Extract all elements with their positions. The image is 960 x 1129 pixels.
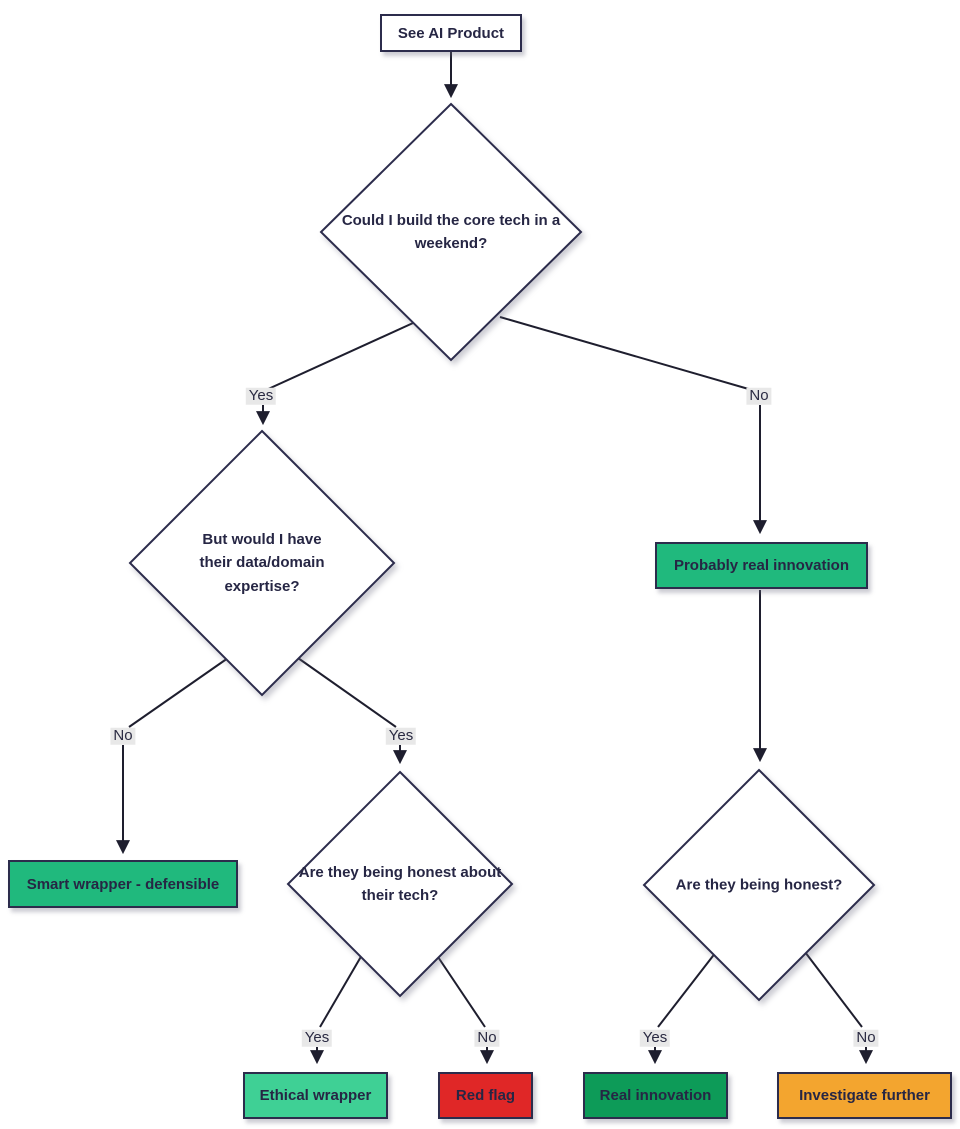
edge-honest-yes-diagonal [657, 951, 717, 1028]
decision-diamond-weekend [319, 102, 583, 362]
node-start: See AI Product [380, 14, 522, 52]
node-red-flag: Red flag [438, 1072, 533, 1119]
edge-honest-no-diagonal [804, 951, 863, 1028]
edge-label-weekend-no: No [746, 387, 772, 405]
edge-label-honest-tech-yes: Yes [301, 1029, 333, 1047]
decision-text-expertise: But would I have their data/domain exper… [199, 531, 325, 595]
decision-diamond-honest [642, 768, 876, 1002]
edge-weekend-yes-diagonal [265, 317, 425, 391]
edge-label-honest-no: No [853, 1029, 879, 1047]
node-probably-real-innovation: Probably real innovation [655, 542, 868, 589]
edge-label-honest-yes: Yes [639, 1029, 671, 1047]
edge-expertise-no-diagonal [128, 657, 229, 728]
decision-text-honest: Are they being honest? [675, 876, 843, 894]
node-investigate-further: Investigate further [777, 1072, 952, 1119]
edge-honest-tech-no-diagonal [431, 947, 486, 1028]
edge-label-expertise-yes: Yes [385, 727, 417, 745]
decision-diamond-expertise [128, 429, 396, 697]
node-real-innovation: Real innovation [583, 1072, 728, 1119]
decision-text-weekend: Could I build the core tech in a weekend… [341, 211, 561, 252]
edge-label-honest-tech-no: No [474, 1029, 500, 1047]
node-ethical-wrapper: Ethical wrapper [243, 1072, 388, 1119]
edge-expertise-yes-diagonal [297, 657, 397, 728]
edge-honest-tech-yes-diagonal [319, 947, 367, 1028]
edge-label-weekend-yes: Yes [245, 387, 277, 405]
node-smart-wrapper-defensible: Smart wrapper - defensible [8, 860, 238, 908]
decision-text-honest-tech: Are they being honest about their tech? [298, 863, 502, 904]
edge-label-expertise-no: No [110, 727, 136, 745]
edge-weekend-no-diagonal [499, 316, 753, 391]
decision-diamond-honest-tech [286, 770, 514, 998]
